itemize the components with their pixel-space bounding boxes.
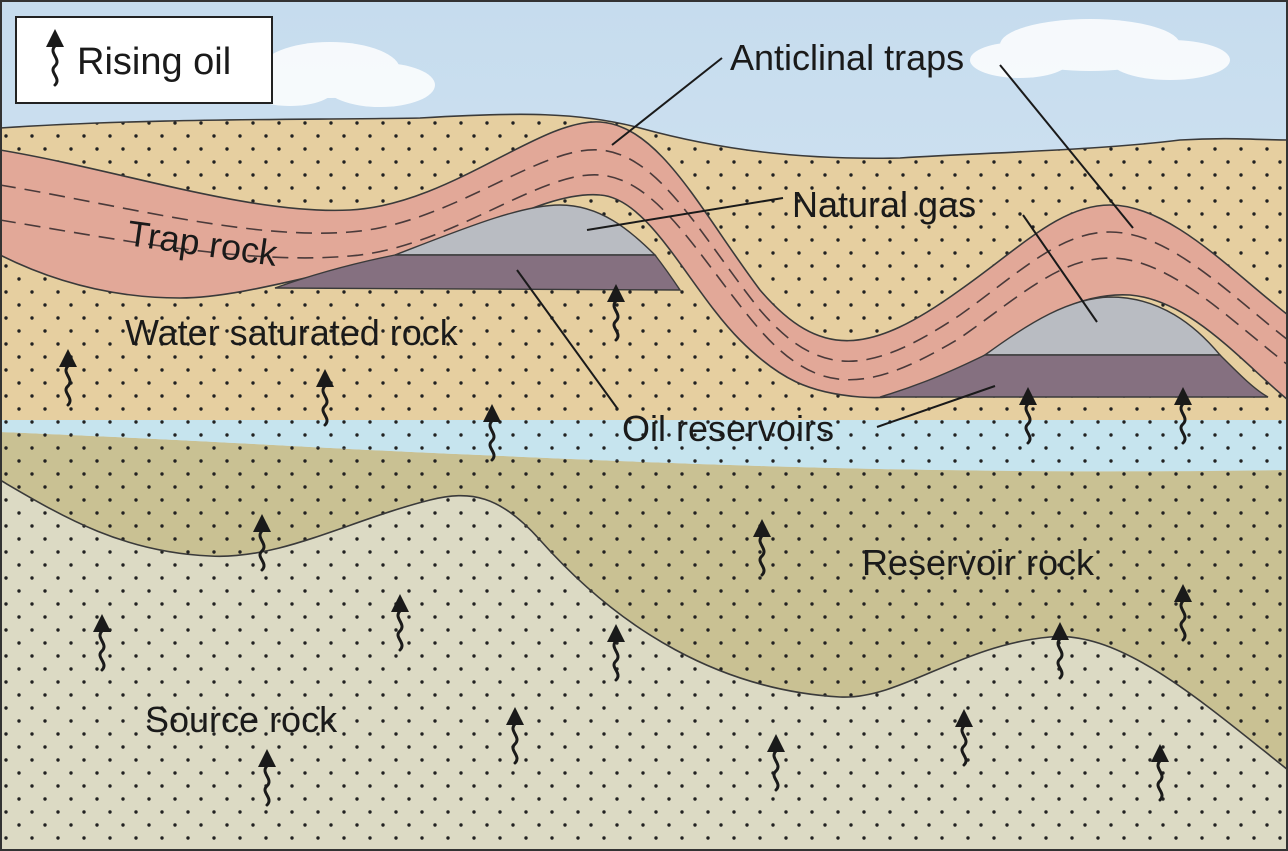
leader-gas-right xyxy=(1022,214,1098,323)
right-natural-gas xyxy=(982,296,1222,356)
leader-lines xyxy=(516,57,1134,428)
leader-anticlinal-right xyxy=(999,64,1134,229)
label-water-saturated-rock: Water saturated rock xyxy=(125,312,459,353)
clouds xyxy=(245,19,1230,107)
leader-gas-left xyxy=(586,197,784,231)
right-trap xyxy=(879,296,1269,398)
left-trap xyxy=(274,204,682,291)
leader-oil-right xyxy=(876,385,996,428)
right-oil-reservoir xyxy=(879,354,1269,398)
legend-label: Rising oil xyxy=(77,41,231,83)
leader-oil-left xyxy=(516,269,618,409)
label-source-rock: Source rock xyxy=(145,699,338,740)
legend-box xyxy=(15,16,273,104)
left-oil-reservoir xyxy=(274,254,682,291)
label-anticlinal-traps: Anticlinal traps xyxy=(730,37,964,78)
legend: Rising oil xyxy=(15,16,273,104)
left-natural-gas xyxy=(394,204,657,256)
label-reservoir-rock: Reservoir rock xyxy=(862,542,1095,583)
label-oil-reservoirs: Oil reservoirs xyxy=(622,408,834,449)
label-natural-gas: Natural gas xyxy=(792,184,976,225)
leader-anticlinal-left xyxy=(611,57,723,146)
